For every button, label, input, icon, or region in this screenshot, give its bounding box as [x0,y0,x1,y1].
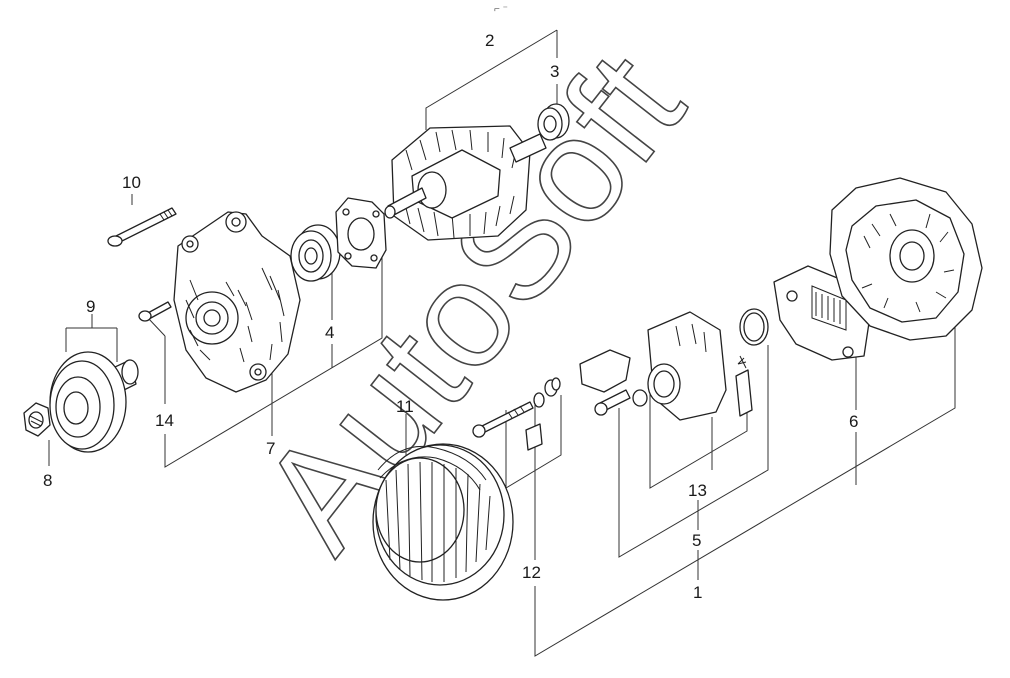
callout-14: 14 [155,411,174,430]
callout-8: 8 [43,471,52,490]
rear-cover-part [829,177,983,341]
callout-7: 7 [266,439,275,458]
callout-1: 1 [693,583,702,602]
callout-10: 10 [122,173,141,192]
regulator-part [579,311,727,421]
callout-11: 11 [396,397,414,416]
leader-lines [48,29,956,657]
nut-part [23,402,51,437]
callout-4: 4 [325,323,334,342]
header-mark: ⌐ ⁻ [494,4,508,15]
brush-part [735,355,753,417]
terminal-bolt-part [472,377,561,451]
front-bearing-part [290,224,341,282]
callout-3: 3 [550,62,559,81]
seal-ring-part [739,308,769,346]
front-housing-part [173,211,301,393]
rotor-part [384,125,547,241]
callout-13: 13 [688,481,707,500]
rear-bearing-part [537,103,570,141]
callout-labels: 1 2 3 4 5 6 7 8 9 10 11 12 13 14 [43,31,858,602]
callout-6: 6 [849,412,858,431]
callout-5: 5 [692,531,701,550]
callout-12: 12 [522,563,541,582]
pulley-part [49,351,139,453]
callout-2: 2 [485,31,494,50]
callout-9: 9 [86,297,95,316]
stator-part [372,443,514,601]
through-bolt-part [107,207,177,247]
small-screw-part [138,301,172,322]
retainer-plate-part [335,197,387,269]
